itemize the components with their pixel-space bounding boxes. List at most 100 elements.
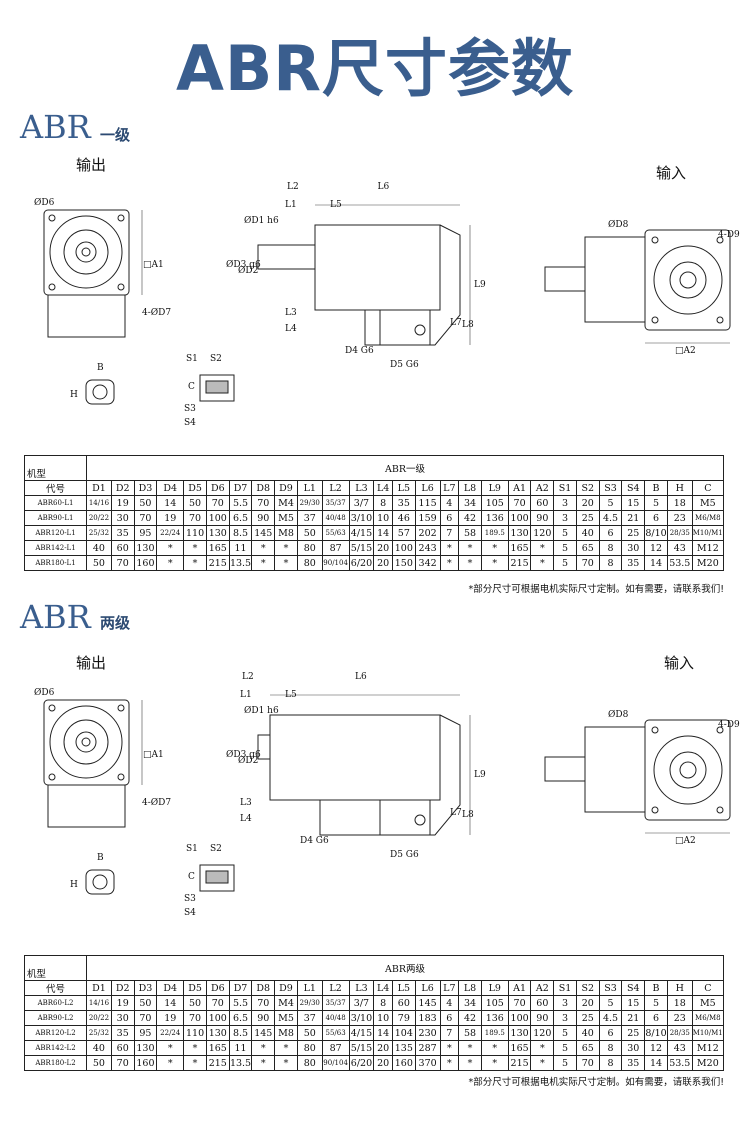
table-cell: 35 bbox=[391, 495, 416, 511]
bolt-hole bbox=[651, 316, 659, 324]
column-header: D4 bbox=[156, 980, 185, 996]
table-cell: 150 bbox=[391, 555, 416, 571]
side-hole bbox=[414, 324, 426, 336]
column-header: S1 bbox=[553, 980, 577, 996]
label-l2: L2 bbox=[287, 182, 299, 192]
keyway-slot bbox=[205, 870, 229, 884]
table-cell: * bbox=[183, 1055, 207, 1071]
input-label-1: 输入 bbox=[656, 164, 687, 182]
table-cell: 20 bbox=[373, 1040, 393, 1056]
table-cell: 14 bbox=[373, 525, 393, 541]
table-cell: 57 bbox=[391, 525, 416, 541]
table-cell: * bbox=[458, 540, 482, 556]
table-cell: 130 bbox=[133, 540, 158, 556]
label-a1: □A1 bbox=[143, 260, 164, 270]
key-view bbox=[92, 874, 108, 890]
column-header: D5 bbox=[183, 480, 207, 496]
table-cell: * bbox=[156, 555, 185, 571]
label-d3: ØD3 g6 bbox=[226, 259, 261, 270]
model-cell: ABR142-L1 bbox=[23, 540, 88, 556]
table-cell: 3 bbox=[553, 995, 577, 1011]
bolt-hole bbox=[651, 726, 659, 734]
table-cell: 11 bbox=[228, 1040, 253, 1056]
label-d8: ØD8 bbox=[608, 709, 629, 720]
column-header: L1 bbox=[296, 480, 323, 496]
table-cell: 50 bbox=[133, 495, 158, 511]
table-cell: 40 bbox=[86, 540, 112, 556]
column-header: B bbox=[644, 980, 668, 996]
table-cell: 35 bbox=[110, 1025, 135, 1041]
table-cell: 5 bbox=[598, 495, 623, 511]
column-header: C bbox=[691, 980, 725, 996]
table-cell: 183 bbox=[414, 1010, 441, 1026]
table-cell: 4 bbox=[439, 495, 460, 511]
table-cell: 5 bbox=[644, 995, 668, 1011]
table-cell: * bbox=[156, 1055, 185, 1071]
table-cell: 80 bbox=[296, 555, 323, 571]
table-cell: 95 bbox=[133, 1025, 158, 1041]
table-cell: 165 bbox=[205, 1040, 230, 1056]
table-cell: 145 bbox=[251, 1025, 276, 1041]
key-view bbox=[92, 384, 108, 400]
header-code: 代号 bbox=[23, 980, 88, 996]
column-header: L8 bbox=[458, 980, 482, 996]
front-circle bbox=[63, 229, 109, 275]
table-cell: * bbox=[183, 1040, 207, 1056]
table-cell: 135 bbox=[391, 1040, 416, 1056]
table-cell: 100 bbox=[507, 1010, 532, 1026]
table-cell: 80 bbox=[296, 540, 323, 556]
table-cell: * bbox=[183, 540, 207, 556]
table-cell: * bbox=[274, 555, 298, 571]
label-a2: □A2 bbox=[675, 836, 696, 846]
table-cell: 21 bbox=[621, 1010, 646, 1026]
table-cell: M4 bbox=[274, 995, 298, 1011]
table-cell: 8 bbox=[373, 995, 393, 1011]
table-cell: * bbox=[530, 1040, 555, 1056]
table-cell: 35/37 bbox=[321, 495, 350, 511]
table-cell: 42 bbox=[458, 510, 482, 526]
column-header: A2 bbox=[530, 480, 555, 496]
table-cell: 6 bbox=[644, 1010, 668, 1026]
table-cell: * bbox=[530, 540, 555, 556]
table-cell: 8 bbox=[598, 540, 623, 556]
label-c: C bbox=[188, 382, 195, 392]
front-flange bbox=[43, 699, 130, 786]
table-caption: ABR两级 bbox=[86, 955, 724, 981]
table-note-1: *部分尺寸可根据电机实际尺寸定制。如有需要，请联系我们! bbox=[468, 584, 724, 595]
column-header: L3 bbox=[348, 480, 375, 496]
table-cell: 70 bbox=[205, 995, 230, 1011]
table-cell: 14 bbox=[644, 1055, 668, 1071]
table-cell: 30 bbox=[621, 540, 646, 556]
label-s4: S4 bbox=[184, 908, 196, 918]
model-cell: ABR60-L1 bbox=[23, 495, 88, 511]
input-body bbox=[584, 236, 646, 323]
table-cell: 8 bbox=[373, 495, 393, 511]
table-cell: 20/22 bbox=[86, 510, 112, 526]
table-cell: * bbox=[480, 1055, 509, 1071]
table-cell: * bbox=[530, 1055, 555, 1071]
table-cell: 3 bbox=[553, 495, 577, 511]
side-body bbox=[314, 224, 441, 311]
table-cell: 20 bbox=[373, 555, 393, 571]
table-cell: 4.5 bbox=[598, 1010, 623, 1026]
bolt-hole bbox=[716, 726, 724, 734]
label-d1: ØD1 h6 bbox=[244, 705, 279, 716]
column-header: L6 bbox=[414, 980, 441, 996]
label-d7: 4-ØD7 bbox=[142, 797, 171, 808]
front-shaft bbox=[75, 241, 97, 263]
table-cell: 70 bbox=[251, 495, 276, 511]
label-d6: ØD6 bbox=[34, 687, 55, 698]
column-header: L1 bbox=[296, 980, 323, 996]
label-a2: □A2 bbox=[675, 346, 696, 356]
table-cell: 14/16 bbox=[86, 495, 112, 511]
output-label-1: 输出 bbox=[76, 156, 107, 174]
table-cell: 60 bbox=[391, 995, 416, 1011]
table-cell: 90/104 bbox=[321, 555, 350, 571]
table-cell: 5 bbox=[553, 540, 577, 556]
table-cell: 19 bbox=[156, 510, 185, 526]
bolt-hole bbox=[651, 806, 659, 814]
model-cell: ABR142-L2 bbox=[23, 1040, 88, 1056]
label-l2: L2 bbox=[242, 672, 254, 682]
table-cell: 29/30 bbox=[296, 995, 323, 1011]
column-header: D4 bbox=[156, 480, 185, 496]
